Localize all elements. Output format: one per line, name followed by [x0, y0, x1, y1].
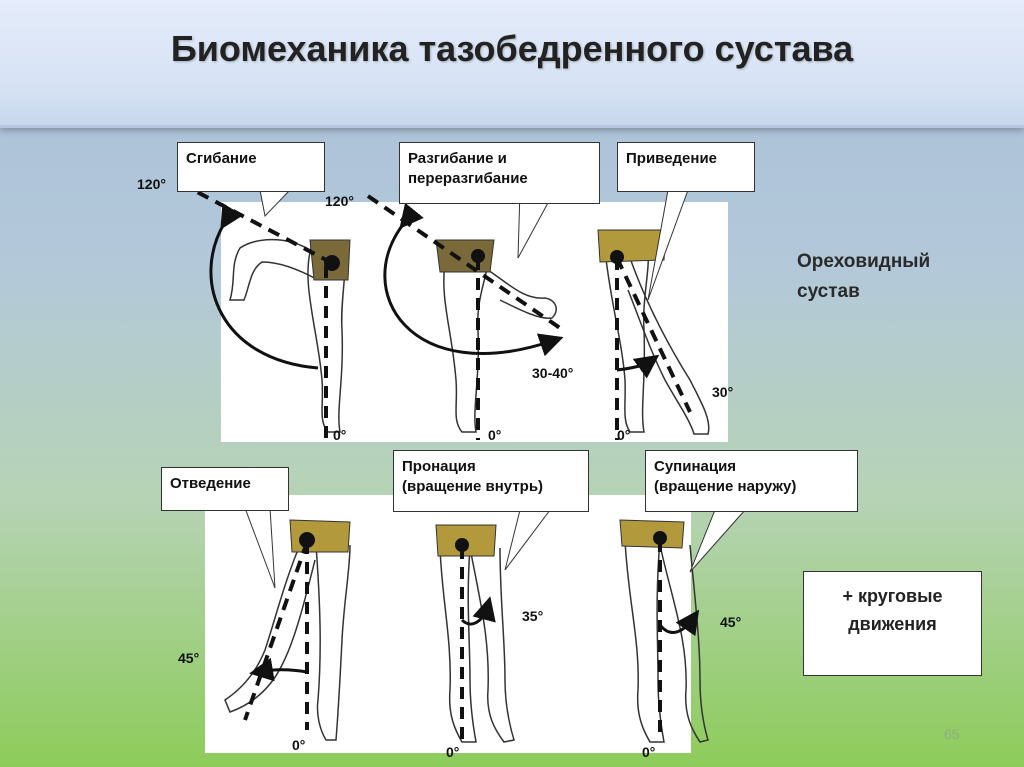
supination-angle: 45°: [720, 614, 742, 630]
abduction-leg-figure: [224, 544, 351, 741]
adduction-label: Приведение: [626, 150, 718, 167]
abduction-label: Отведение: [170, 475, 251, 492]
circular-line2: движения: [848, 614, 937, 634]
supination-label-line2: (вращение наружу): [654, 478, 797, 495]
pronation-angle: 35°: [522, 608, 544, 624]
extension-label-line1: Разгибание и: [408, 150, 507, 167]
hyperextension-angle: 30-40°: [532, 365, 574, 381]
extension-max-angle: 120°: [325, 193, 354, 209]
title-bar: [0, 0, 1024, 128]
callout-pointers: [244, 189, 747, 589]
flexion-leg-figure: [228, 238, 346, 433]
extension-callout: Разгибание и переразгибание: [399, 142, 600, 204]
flexion-callout: Сгибание: [177, 142, 325, 192]
zero-angle-5: 0°: [446, 744, 460, 760]
adduction-callout: Приведение: [617, 142, 755, 192]
circular-line1: + круговые: [842, 586, 943, 606]
pronation-callout: Пронация (вращение внутрь): [393, 450, 589, 512]
adduction-leg-figure: [604, 249, 710, 435]
zero-angle-3: 0°: [617, 427, 631, 443]
zero-angle-6: 0°: [642, 744, 656, 760]
axis-lines: [179, 181, 692, 740]
flexion-max-angle: 120°: [137, 176, 166, 192]
joint-type-line2: сустав: [797, 281, 860, 302]
pronation-label-line2: (вращение внутрь): [402, 478, 544, 495]
page-number: 65: [944, 726, 960, 742]
joint-type-line1: Ореховидный: [797, 251, 931, 272]
pronation-leg-figure: [439, 547, 515, 743]
abduction-angle: 45°: [178, 650, 200, 666]
supination-label-line1: Супинация: [654, 458, 737, 475]
joint-type-label: Ореховидный сустав: [797, 247, 930, 307]
pronation-label-line1: Пронация: [402, 458, 476, 475]
circular-movements-box: + круговые движения: [803, 571, 982, 676]
supination-leg-figure: [624, 539, 709, 743]
abduction-callout: Отведение: [161, 467, 289, 511]
motion-arrows: [209, 202, 700, 682]
adduction-angle: 30°: [712, 384, 734, 400]
zero-angle-4: 0°: [292, 737, 306, 753]
extension-label-line2: переразгибание: [408, 170, 528, 187]
flexion-label: Сгибание: [186, 150, 257, 167]
slide-title: Биомеханика тазобедренного сустава: [170, 28, 854, 69]
zero-angle-1: 0°: [333, 427, 347, 443]
supination-callout: Супинация (вращение наружу): [645, 450, 858, 512]
zero-angle-2: 0°: [488, 427, 502, 443]
